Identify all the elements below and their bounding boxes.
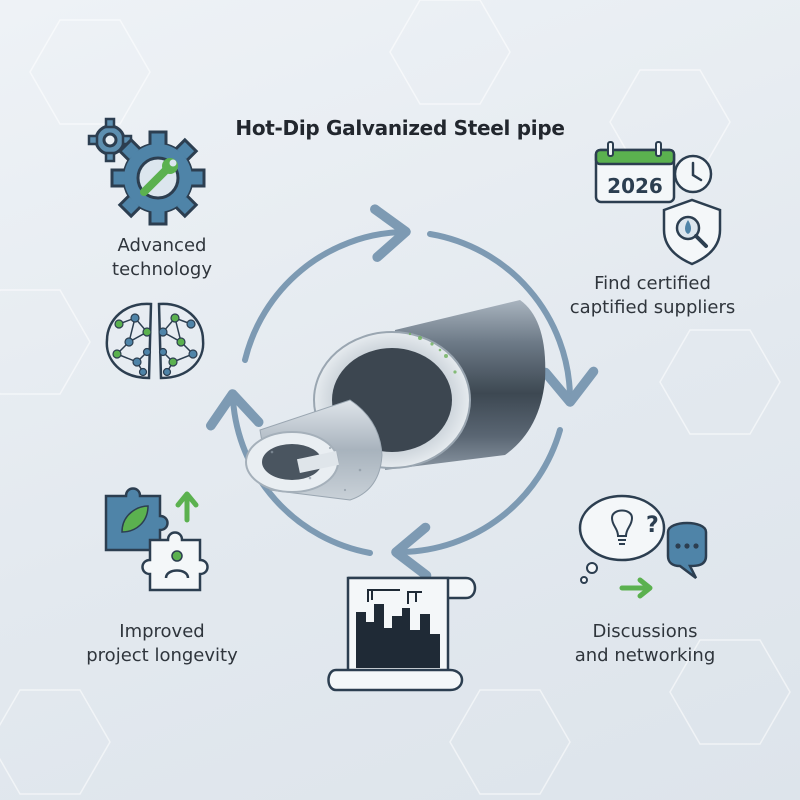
cycle-arrows-icon: [206, 204, 599, 581]
label-line: project longevity: [86, 645, 238, 666]
label-line: and networking: [574, 645, 716, 666]
brain-network-icon: [105, 302, 205, 380]
label-line: Discussions: [592, 621, 698, 642]
svg-text:?: ?: [646, 513, 659, 538]
label-line: technology: [112, 259, 212, 280]
galvanized-pipe-icon: [245, 300, 546, 501]
label-line: Improved: [119, 621, 205, 642]
page-title: Hot-Dip Galvanized Steel pipe: [235, 116, 565, 140]
label-project-longevity: Improved project longevity: [82, 620, 242, 668]
city-blueprint-scroll-icon: [327, 576, 477, 692]
calendar-year: 2026: [607, 174, 663, 198]
calendar-clock-shield-icon: 2026: [594, 141, 722, 266]
label-certified-suppliers: Find certified captified suppliers: [565, 272, 740, 320]
gears-wrench-icon: [87, 117, 206, 226]
label-advanced-technology: Advanced technology: [92, 234, 232, 282]
puzzle-leaf-growth-icon: [104, 487, 209, 592]
chat-bubbles-idea-icon: ?: [578, 494, 708, 599]
label-line: Find certified: [594, 273, 711, 294]
label-discussions-networking: Discussions and networking: [565, 620, 725, 668]
label-line: Advanced: [117, 235, 207, 256]
label-line: captified suppliers: [569, 297, 736, 318]
